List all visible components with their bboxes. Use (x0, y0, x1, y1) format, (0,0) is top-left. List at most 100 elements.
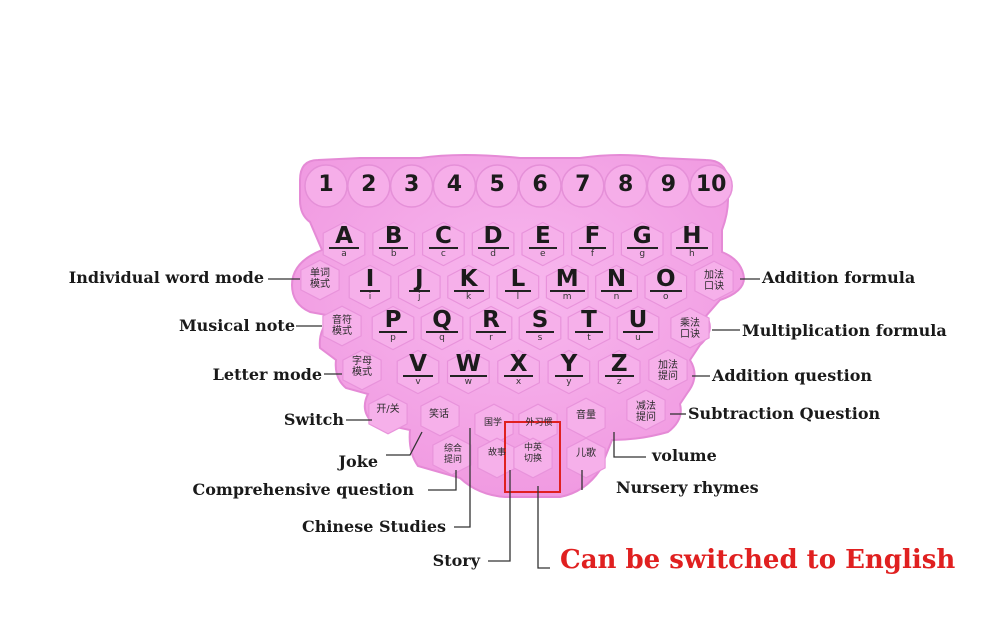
letter-lowercase: x (515, 377, 522, 387)
letter-uppercase: G (626, 225, 658, 249)
letter-lowercase: f (590, 249, 595, 259)
number-key[interactable]: 6 (532, 172, 548, 197)
key-mul-formula[interactable]: 乘法 口诀 (680, 318, 700, 340)
key-volume[interactable]: 音量 (576, 410, 596, 421)
letter-uppercase: O (650, 268, 682, 292)
letter-lowercase: r (489, 333, 493, 343)
number-key[interactable]: 5 (489, 172, 505, 197)
letter-key-bg (616, 305, 660, 351)
letter-lowercase: d (490, 249, 496, 259)
label-addition-question: Addition question (712, 366, 872, 385)
line-joke (386, 431, 423, 456)
key-sub-question[interactable]: 减法 提问 (636, 401, 656, 423)
letter-lowercase: e (540, 249, 546, 259)
label-letter-mode: Letter mode (212, 365, 322, 384)
line-chinese-studies (454, 428, 471, 528)
letter-key-bg (626, 389, 666, 431)
letter-uppercase: A (329, 225, 359, 249)
letter-lowercase: w (464, 377, 472, 387)
letter-key-bg (518, 305, 562, 351)
letter-uppercase: H (676, 225, 708, 249)
letter-uppercase: Y (554, 353, 584, 377)
key-story[interactable]: 故事 (487, 448, 506, 458)
letter-lowercase: n (613, 292, 620, 302)
key-chinese-studies[interactable]: 国学 (483, 418, 502, 428)
number-key[interactable]: 1 (318, 172, 334, 197)
label-switch-english: Can be switched to English (560, 545, 956, 575)
key-add-formula[interactable]: 加法 口诀 (704, 270, 724, 292)
number-key[interactable]: 7 (575, 172, 591, 197)
letter-lowercase: j (418, 292, 421, 302)
number-key[interactable]: 10 (695, 172, 727, 197)
letter-key-bg (420, 305, 464, 351)
letter-lowercase: o (663, 292, 669, 302)
number-key-bg (561, 164, 605, 208)
number-key-bg (518, 164, 562, 208)
letter-key-bg (300, 259, 340, 301)
letter-uppercase: X (503, 353, 534, 377)
key-joke[interactable]: 笑话 (429, 409, 449, 420)
label-multiplication-formula: Multiplication formula (742, 321, 947, 340)
letter-key-bg (545, 264, 589, 310)
letter-uppercase: N (600, 268, 633, 292)
number-key-bg (432, 164, 477, 208)
letter-lowercase: p (390, 333, 396, 343)
key-word-mode[interactable]: 单词 模式 (310, 268, 330, 290)
letter-key-bg (620, 221, 664, 267)
letter-lowercase: c (440, 249, 446, 259)
number-key[interactable]: 9 (660, 172, 677, 197)
key-rhymes[interactable]: 儿歌 (576, 448, 596, 459)
letter-uppercase: Z (604, 353, 634, 377)
key-switch[interactable]: 开/关 (376, 404, 400, 415)
line-story (488, 470, 511, 562)
number-key[interactable]: 3 (403, 172, 420, 197)
letter-key-bg (322, 305, 362, 347)
number-key[interactable]: 4 (446, 172, 463, 197)
label-joke: Joke (338, 452, 378, 471)
key-cn-en-switch[interactable]: 中英 切换 (523, 443, 542, 464)
letter-lowercase: b (390, 249, 397, 259)
number-key[interactable]: 2 (361, 172, 377, 197)
key-letter-mode[interactable]: 字母 模式 (352, 356, 372, 378)
key-comprehensive[interactable]: 综合 提问 (443, 444, 462, 465)
letter-key-bg (567, 305, 611, 351)
letter-lowercase: l (516, 292, 520, 302)
label-chinese-studies: Chinese Studies (301, 517, 446, 536)
letter-key-bg (446, 349, 490, 395)
number-key[interactable]: 8 (617, 172, 634, 197)
key-add-question[interactable]: 加法 提问 (658, 360, 678, 382)
letter-uppercase: E (528, 225, 557, 249)
key-note-mode[interactable]: 音符 模式 (332, 315, 352, 337)
key-foreign-practice[interactable]: 外习惯 (525, 418, 553, 428)
letter-key-bg (566, 397, 606, 439)
letter-lowercase: y (566, 377, 572, 387)
letter-lowercase: m (562, 292, 572, 302)
letter-key-bg (322, 221, 366, 267)
